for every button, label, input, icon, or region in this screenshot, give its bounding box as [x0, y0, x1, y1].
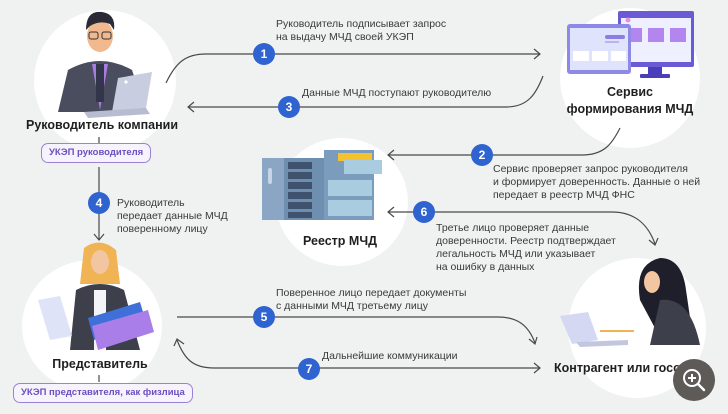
- step-4-marker: 4: [88, 192, 110, 214]
- arrow-2: [388, 127, 621, 156]
- step-5-marker: 5: [253, 306, 275, 328]
- arrowhead-6-left: [387, 206, 395, 218]
- representative-title: Представитель: [52, 357, 148, 371]
- step-4-description: Руководитель передает данные МЧД поверен…: [117, 197, 228, 235]
- arrowhead-7-right: [533, 362, 541, 374]
- arrow-6: [388, 211, 656, 245]
- arrow-5: [177, 316, 536, 344]
- manager-title: Руководитель компании: [25, 118, 179, 132]
- zoom-in-icon: [683, 369, 706, 392]
- counterparty-title: Контрагент или госорган: [554, 361, 709, 375]
- service-title-line2: формирования МЧД: [566, 102, 694, 116]
- arrow-7: [176, 339, 540, 369]
- step-6-description: Третье лицо проверяет данные доверенност…: [436, 222, 616, 273]
- step-1-description: Руководитель подписывает запрос на выдач…: [276, 18, 447, 43]
- zoom-in-button[interactable]: [673, 359, 715, 401]
- step-2-marker: 2: [471, 144, 493, 166]
- arrowhead-2: [387, 149, 395, 161]
- registry-illustration: [262, 150, 382, 220]
- step-3-description: Данные МЧД поступают руководителю: [302, 87, 492, 99]
- representative-illustration: [38, 242, 154, 350]
- step-6-marker: 6: [413, 201, 435, 223]
- step-1-marker: 1: [253, 43, 275, 65]
- step-5-description: Поверенное лицо передает документы с дан…: [276, 287, 467, 312]
- step-7-description: Дальнейшие коммуникации: [322, 350, 458, 362]
- manager-illustration: [58, 11, 152, 118]
- step-2-description: Сервис проверяет запрос руководителя и ф…: [493, 163, 701, 201]
- arrowhead-5: [528, 336, 538, 346]
- counterparty-illustration: [560, 258, 700, 347]
- arrowhead-3: [187, 101, 195, 113]
- arrowhead-6-down: [648, 237, 659, 246]
- manager-badge: УКЭП руководителя: [41, 143, 152, 163]
- arrowhead-1: [533, 48, 541, 60]
- arrow-3: [188, 75, 544, 108]
- service-illustration: [567, 11, 694, 78]
- representative-badge: УКЭП представителя, как физлица: [13, 383, 193, 403]
- step-3-marker: 3: [278, 96, 300, 118]
- step-7-marker: 7: [298, 358, 320, 380]
- registry-title: Реестр МЧД: [302, 234, 378, 248]
- service-title-line1: Сервис: [607, 85, 653, 99]
- arrowhead-7-left: [173, 338, 185, 347]
- service-title: Сервис формирования МЧД: [555, 84, 705, 118]
- arrowhead-4: [93, 233, 105, 241]
- arrow-1: [165, 53, 540, 84]
